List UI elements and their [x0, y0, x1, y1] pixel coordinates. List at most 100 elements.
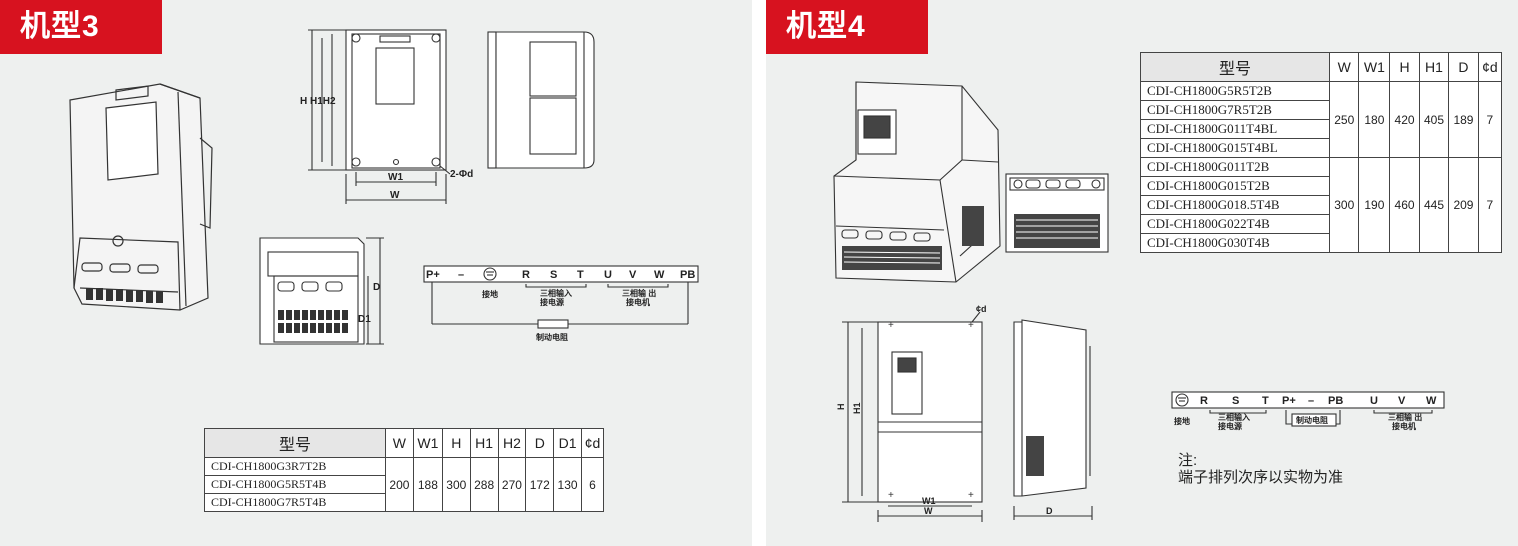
model4-note: 注: 端子排列次序以实物为准: [1178, 452, 1343, 486]
table-row-model: CDI-CH1800G5R5T4B: [204, 475, 386, 494]
model4-header-d: D: [1448, 52, 1479, 82]
model3-isometric-drawing: [69, 83, 213, 311]
model4-front-view: ++ ++ H H1 W1 W ¢d: [836, 304, 987, 522]
model4-header-w1: W1: [1358, 52, 1391, 82]
model4-header-phi-d: ¢d: [1477, 52, 1503, 82]
model4-isometric-drawing: [833, 81, 1001, 283]
table-row-model: CDI-CH1800G022T4B: [1140, 214, 1330, 234]
model4-terminal-v: V: [1398, 395, 1406, 407]
svg-text:+: +: [888, 490, 894, 501]
model4-dim-w: W: [924, 506, 933, 516]
model4-terminal-minus: –: [1308, 395, 1314, 407]
model4-side-view: D: [1013, 319, 1093, 520]
model4-header-model: 型号: [1140, 52, 1330, 82]
model3-header-h: H: [441, 428, 471, 458]
model3-terminal-minus: –: [458, 269, 464, 281]
model3-value-phi-d: 6: [580, 457, 605, 512]
model4-g1-value-h: 420: [1389, 81, 1420, 158]
model4-dim-h1: H1: [852, 402, 862, 414]
model4-wiring-diagram: R S T P+ – PB U V W 接地 三相输入接电源 制动电阻 三相输 …: [1171, 391, 1445, 431]
table-row-model: CDI-CH1800G7R5T4B: [204, 493, 386, 512]
model3-header-w1: W1: [412, 428, 443, 458]
model3-header-h1: H1: [469, 428, 499, 458]
table-row-model: CDI-CH1800G030T4B: [1140, 233, 1330, 253]
model3-dim-d1: D1: [358, 314, 371, 325]
model4-header-h: H: [1389, 52, 1420, 82]
model4-g1-value-h1: 405: [1418, 81, 1450, 158]
svg-text:+: +: [888, 320, 894, 331]
model4-g1-value-d: 189: [1448, 81, 1479, 158]
model4-note-text: 端子排列次序以实物为准: [1178, 469, 1344, 486]
model3-side-view: [487, 31, 595, 169]
model3-value-h: 300: [441, 457, 471, 512]
model3-terminal-v: V: [629, 269, 637, 281]
model4-g1-value-w: 250: [1328, 81, 1360, 158]
model4-ground-label: 接地: [1174, 416, 1190, 426]
model4-g2-value-h: 460: [1389, 157, 1420, 253]
model3-header-h2: H2: [497, 428, 527, 458]
model3-header-d: D: [525, 428, 555, 458]
table-row-model: CDI-CH1800G011T4BL: [1140, 119, 1330, 139]
model3-terminal-s: S: [550, 269, 557, 281]
model4-note-label: 注:: [1178, 452, 1198, 469]
model3-bottom-view: D D1: [259, 237, 384, 345]
model4-header-h1: H1: [1418, 52, 1450, 82]
svg-text:+: +: [968, 490, 974, 501]
model4-bottom-view: [1005, 173, 1109, 253]
table-row-model: CDI-CH1800G015T2B: [1140, 176, 1330, 196]
table-row-model: CDI-CH1800G3R7T2B: [204, 457, 386, 476]
model3-dim-w1: W1: [388, 172, 403, 183]
model4-g2-value-w1: 190: [1358, 157, 1391, 253]
model4-output-label: 三相输 出接电机: [1388, 412, 1422, 431]
model3-value-h2: 270: [497, 457, 527, 512]
svg-text:+: +: [968, 320, 974, 331]
model4-spec-table: 型号 W W1 H H1 D ¢d CDI-CH1800G5R5T2B 250 …: [1140, 52, 1503, 253]
model3-dim-h-stack: H H1H2: [300, 96, 336, 107]
model3-value-w1: 188: [412, 457, 443, 512]
model4-terminal-s: S: [1232, 395, 1239, 407]
model3-terminal-r: R: [522, 269, 530, 281]
model3-value-d1: 130: [553, 457, 582, 512]
model3-wiring-diagram: P+ – R S T U V W PB 接地 三相输入接电源 三相输 出接电机 …: [423, 265, 699, 342]
model3-title: 机型3: [0, 0, 162, 54]
table-row-model: CDI-CH1800G011T2B: [1140, 157, 1330, 177]
table-row-model: CDI-CH1800G7R5T2B: [1140, 100, 1330, 120]
model4-title: 机型4: [766, 0, 928, 54]
model3-terminal-w: W: [654, 269, 665, 281]
model3-spec-table: 型号 W W1 H H1 H2 D D1 ¢d CDI-CH1800G3R7T2…: [204, 428, 605, 512]
model4-terminal-w: W: [1426, 395, 1437, 407]
table-row-model: CDI-CH1800G018.5T4B: [1140, 195, 1330, 215]
model4-input-label: 三相输入接电源: [1218, 412, 1250, 431]
model4-dim-d: D: [1046, 506, 1053, 516]
model3-terminal-p-plus: P+: [426, 269, 440, 281]
model4-g1-value-w1: 180: [1358, 81, 1391, 158]
model3-dim-d: D: [373, 282, 380, 293]
model3-terminal-pb: PB: [680, 269, 695, 281]
model3-header-w: W: [385, 428, 414, 458]
model4-terminal-u: U: [1370, 395, 1378, 407]
model3-value-h1: 288: [469, 457, 499, 512]
model4-brake-label: 制动电阻: [1296, 415, 1328, 425]
model4-terminal-r: R: [1200, 395, 1208, 407]
model4-dim-phi: ¢d: [976, 304, 987, 314]
model3-terminal-t: T: [577, 269, 584, 281]
model4-g2-value-w: 300: [1328, 157, 1360, 253]
model4-g1-value-phi-d: 7: [1477, 81, 1503, 158]
model4-dim-h: H: [836, 404, 846, 411]
model3-output-label: 三相输 出接电机: [622, 288, 656, 307]
model4-g2-value-h1: 445: [1418, 157, 1450, 253]
model3-dim-phi: 2-Φd: [450, 169, 473, 180]
model4-panel: 机型4: [766, 0, 1518, 546]
model3-panel: 机型3: [0, 0, 752, 546]
model3-value-w: 200: [385, 457, 414, 512]
model3-input-label: 三相输入接电源: [540, 288, 572, 307]
model3-header-phi-d: ¢d: [580, 428, 605, 458]
model4-header-w: W: [1328, 52, 1360, 82]
model3-header-d1: D1: [553, 428, 582, 458]
model3-value-d: 172: [525, 457, 555, 512]
model3-brake-label: 制动电阻: [536, 332, 568, 342]
model4-terminal-p-plus: P+: [1282, 395, 1296, 407]
table-row-model: CDI-CH1800G015T4BL: [1140, 138, 1330, 158]
model4-g2-value-phi-d: 7: [1477, 157, 1503, 253]
model3-dim-w: W: [390, 190, 400, 201]
